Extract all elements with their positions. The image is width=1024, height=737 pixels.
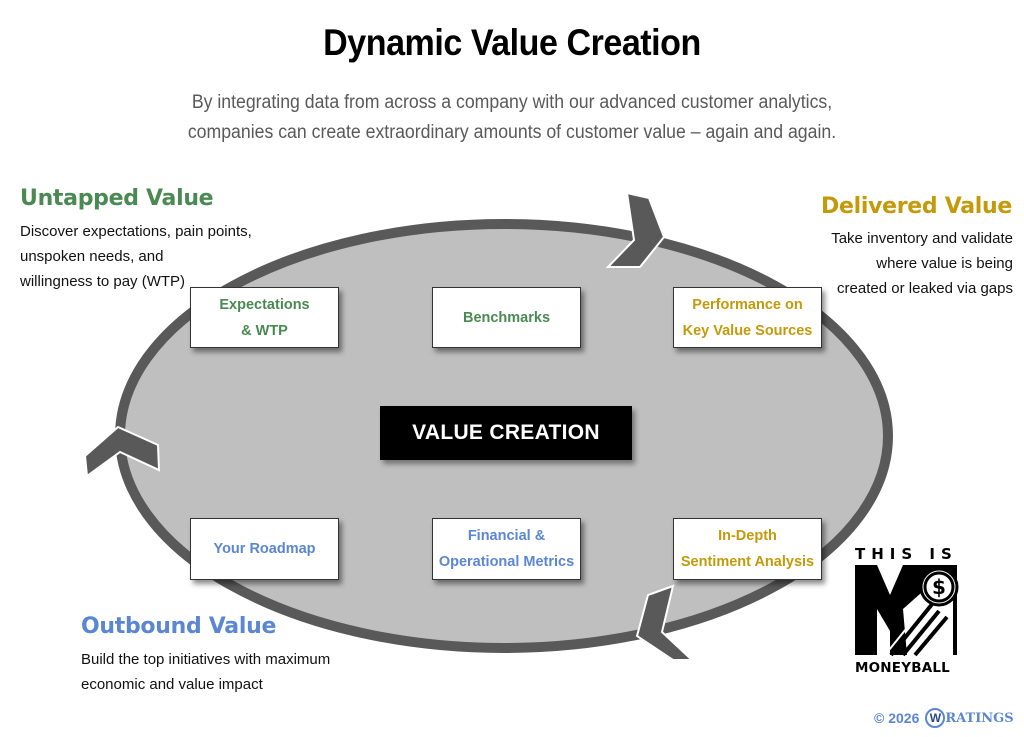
svg-text:$: $ [932, 575, 946, 599]
untapped-value-title: Untapped Value [20, 186, 214, 211]
logo-top-text: THIS IS [855, 545, 958, 563]
cycle-arrow-top-icon [605, 191, 666, 268]
moneyball-logo: THIS IS $ MONEYBALL [855, 545, 965, 676]
moneyball-m-icon: $ [855, 565, 959, 657]
box-label: & WTP [241, 322, 288, 339]
page-title: Dynamic Value Creation [323, 22, 701, 63]
cycle-arrow-left-icon [83, 425, 161, 478]
box-label: In-Depth [718, 528, 777, 544]
box-label: Expectations [219, 296, 310, 313]
untapped-line: Discover expectations, pain points, [20, 223, 252, 240]
logo-bottom-text: MONEYBALL [855, 660, 950, 676]
subtitle-line-2: companies can create extraordinary amoun… [187, 122, 837, 143]
box-your-roadmap: Your Roadmap [190, 518, 339, 580]
subtitle-line-1: By integrating data from across a compan… [191, 92, 833, 113]
delivered-line: created or leaked via gaps [837, 280, 1013, 297]
box-in-depth-sentiment-analysis: In-Depth Sentiment Analysis [673, 518, 822, 580]
box-label: Sentiment Analysis [680, 554, 815, 570]
box-performance-key-value-sources: Performance on Key Value Sources [673, 287, 822, 348]
box-label: Operational Metrics [438, 554, 575, 570]
box-label: Performance on [692, 296, 803, 313]
wratings-brand-text: RATINGS [945, 710, 1014, 726]
box-label: Key Value Sources [682, 322, 813, 339]
box-label: Your Roadmap [213, 541, 316, 557]
cycle-arrow-bottom-icon [635, 584, 695, 661]
untapped-value-description: Discover expectations, pain points, unsp… [20, 219, 252, 294]
untapped-line: unspoken needs, and [20, 248, 164, 265]
delivered-line: where value is being [876, 255, 1013, 272]
outbound-value-description: Build the top initiatives with maximum e… [81, 647, 330, 697]
outbound-line: Build the top initiatives with maximum [81, 651, 331, 668]
copyright-text: © 2026 [874, 710, 920, 726]
outbound-value-title: Outbound Value [81, 614, 277, 639]
untapped-line: willingness to pay (WTP) [20, 273, 186, 290]
footer-copyright: © 2026 W RATINGS [874, 708, 1014, 728]
box-label: Benchmarks [462, 309, 551, 326]
wratings-logo: W RATINGS [925, 708, 1014, 728]
outbound-line: economic and value impact [81, 676, 263, 693]
wratings-mark-icon: W [925, 708, 946, 728]
box-benchmarks: Benchmarks [432, 287, 581, 348]
box-expectations-wtp: Expectations & WTP [190, 287, 339, 348]
delivered-value-title: Delivered Value [821, 194, 1012, 219]
box-financial-operational-metrics: Financial & Operational Metrics [432, 518, 581, 580]
page-subtitle: By integrating data from across a compan… [0, 88, 1024, 148]
box-label: Financial & [467, 528, 546, 544]
delivered-value-description: Take inventory and validate where value … [831, 226, 1013, 301]
delivered-line: Take inventory and validate [831, 230, 1013, 247]
value-creation-label: VALUE CREATION [380, 406, 632, 460]
